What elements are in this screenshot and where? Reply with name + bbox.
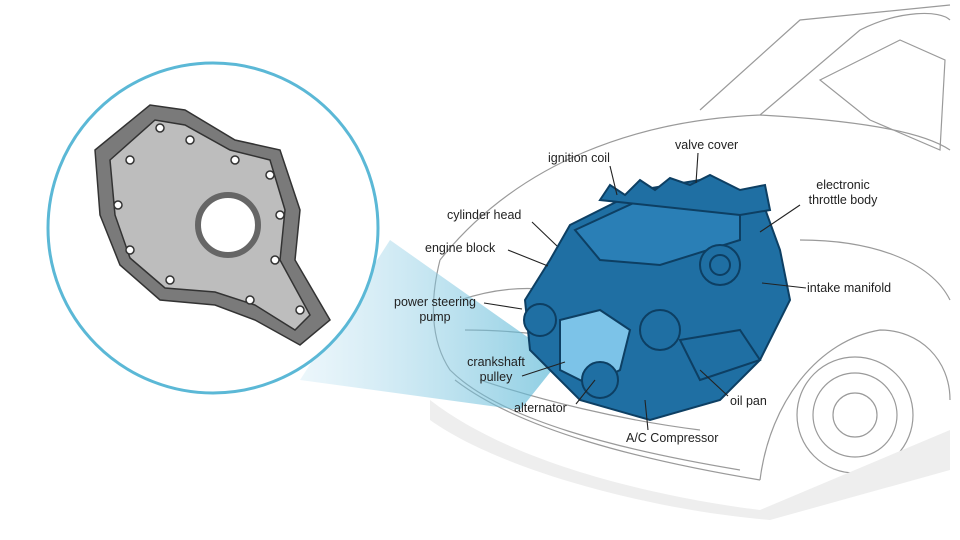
ground-shadow	[430, 400, 950, 520]
label-electronic-throttle-body-line1: electronic	[816, 178, 870, 192]
label-crankshaft-pulley: crankshaft pulley	[462, 355, 530, 385]
label-electronic-throttle-body-line2: throttle body	[808, 193, 878, 207]
label-engine-block: engine block	[425, 241, 496, 255]
label-ac-compressor: A/C Compressor	[626, 431, 719, 445]
label-crankshaft-pulley-line2: pulley	[479, 370, 513, 384]
label-oil-pan: oil pan	[730, 394, 767, 408]
engine-illustration	[523, 173, 792, 422]
leader-lines	[483, 152, 807, 431]
label-intake-manifold: intake manifold	[807, 281, 892, 295]
label-valve-cover: valve cover	[675, 138, 739, 152]
label-crankshaft-pulley-line1: crankshaft	[467, 355, 525, 369]
label-alternator: alternator	[514, 401, 567, 415]
label-ignition-coil: ignition coil	[548, 151, 610, 165]
label-power-steering-pump-line2: pump	[419, 310, 451, 324]
label-power-steering-pump: power steering pump	[385, 295, 485, 325]
label-cylinder-head: cylinder head	[447, 208, 522, 222]
label-power-steering-pump-line1: power steering	[394, 295, 476, 309]
label-electronic-throttle-body: electronic throttle body	[798, 178, 888, 208]
timing-cover-part	[94, 104, 331, 346]
